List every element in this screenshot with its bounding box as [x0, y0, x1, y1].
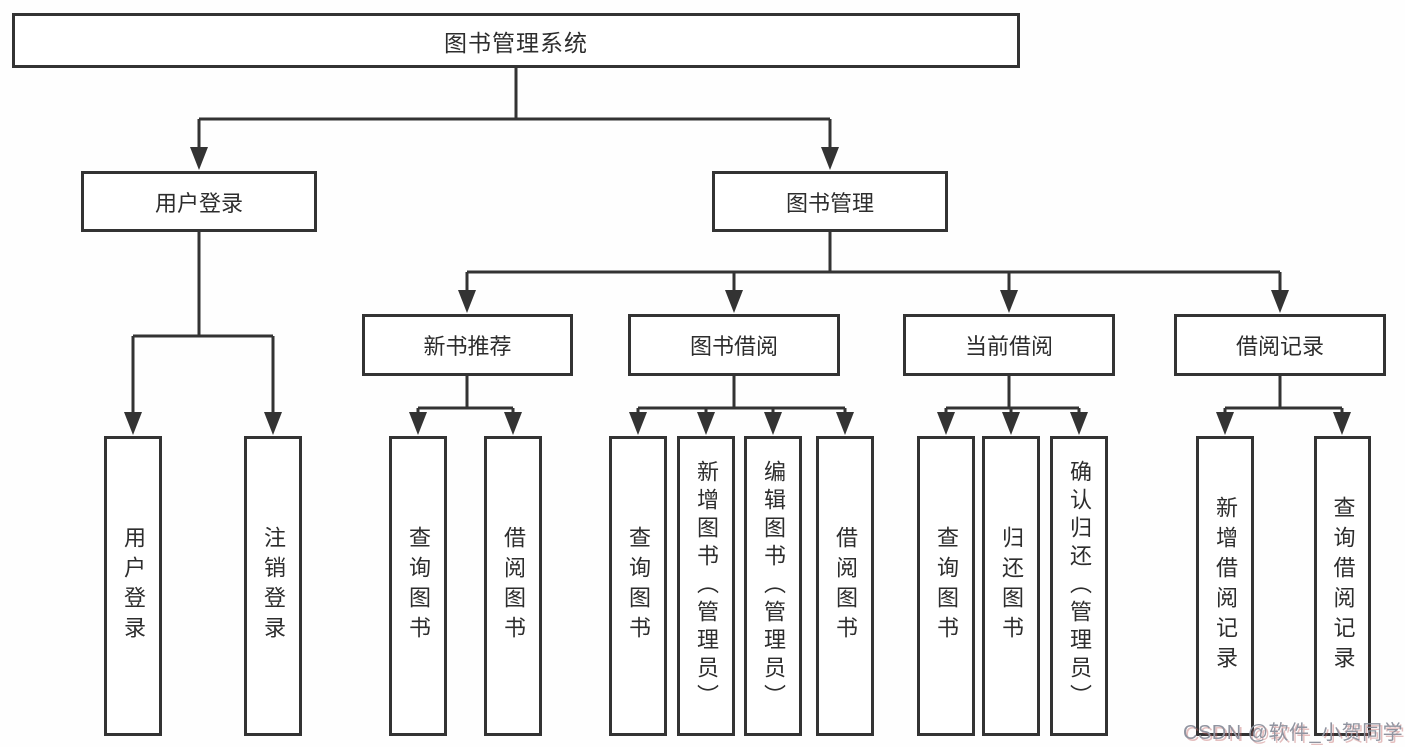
node-leaf-logout: 注销登录 [244, 436, 302, 736]
node-library-system: 图书管理系统 [12, 13, 1020, 68]
node-leaf-borrow-books-recommend: 借阅图书 [484, 436, 542, 736]
node-leaf-query-borrow-record: 查询借阅记录 [1314, 436, 1371, 736]
arrowheads [124, 147, 1351, 435]
node-leaf-return-books: 归还图书 [982, 436, 1040, 736]
node-leaf-add-borrow-record: 新增借阅记录 [1196, 436, 1254, 736]
node-new-book-recommend: 新书推荐 [362, 314, 573, 376]
node-leaf-confirm-return-admin: 确认归还（管理员） [1050, 436, 1108, 736]
node-leaf-query-books-current: 查询图书 [917, 436, 975, 736]
node-user-login: 用户登录 [81, 171, 317, 232]
node-book-borrowing: 图书借阅 [628, 314, 840, 376]
node-leaf-query-books-recommend: 查询图书 [389, 436, 447, 736]
csdn-watermark: CSDN @软件_小贺同学 [1183, 722, 1404, 744]
node-book-management: 图书管理 [712, 171, 948, 232]
node-current-borrowing: 当前借阅 [903, 314, 1115, 376]
node-borrowing-records: 借阅记录 [1174, 314, 1386, 376]
node-leaf-add-books-admin: 新增图书（管理员） [677, 436, 735, 736]
node-leaf-user-login: 用户登录 [104, 436, 162, 736]
node-leaf-query-books-borrow: 查询图书 [609, 436, 667, 736]
node-leaf-borrow-books: 借阅图书 [816, 436, 874, 736]
node-leaf-edit-books-admin: 编辑图书（管理员） [744, 436, 802, 736]
